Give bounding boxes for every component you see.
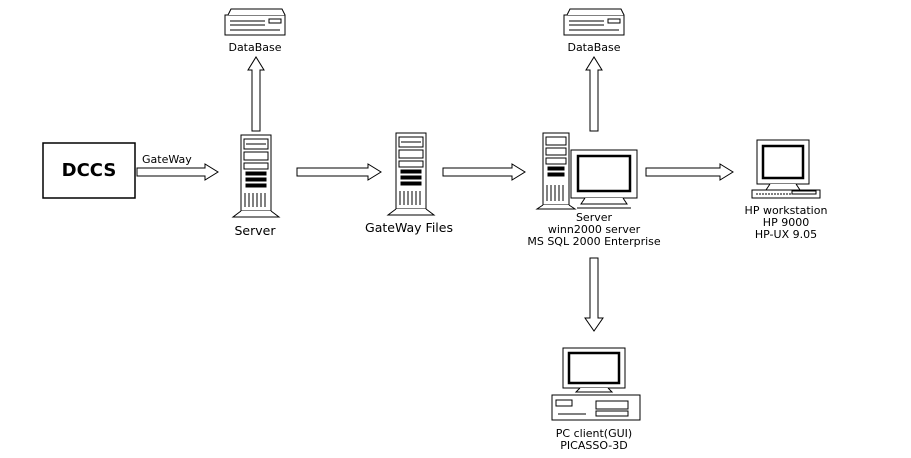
arrow-server2-to-database [585,56,603,132]
database1-label: DataBase [228,41,282,54]
hp-workstation-label-line2: HP 9000 [762,216,810,229]
hp-workstation-label-line3: HP-UX 9.05 [754,228,818,241]
gateway-link-label: GateWay [142,153,192,166]
arrow-server2-to-pc-client [584,257,604,332]
server2-label-line3: MS SQL 2000 Enterprise [527,235,661,248]
server2-label-line1: Server [575,211,613,224]
server2-label-line2: winn2000 server [547,223,641,236]
gateway-files-label: GateWay Files [365,220,453,235]
dccs-label: DCCS [61,160,117,181]
desktop-pc-icon [551,347,641,421]
pc-client-label-block: PC client(GUI) PICASSO-3D [534,428,654,452]
server-tower-icon [231,134,281,218]
database2-label: DataBase [567,41,621,54]
dccs-box [42,142,136,199]
arrow-gateway-files-to-server2 [442,163,526,181]
arrow-server-to-gateway-files [296,163,382,181]
hp-workstation-label-block: HP workstation HP 9000 HP-UX 9.05 [726,205,846,241]
arrow-dccs-to-server [136,163,219,181]
server-tower-icon [535,132,577,210]
database-icon [563,8,625,36]
server-tower-icon [386,132,436,216]
hp-workstation-label-line1: HP workstation [744,204,828,217]
monitor-icon [570,149,638,209]
server1-label: Server [234,223,276,238]
server2-label-block: Server winn2000 server MS SQL 2000 Enter… [494,212,694,248]
arrow-server2-to-hp-workstation [645,163,734,181]
arrow-server-to-database [247,56,265,132]
pc-client-label-line1: PC client(GUI) [555,427,633,440]
workstation-icon [751,139,821,199]
pc-client-label-line2: PICASSO-3D [560,439,628,452]
database-icon [224,8,286,36]
